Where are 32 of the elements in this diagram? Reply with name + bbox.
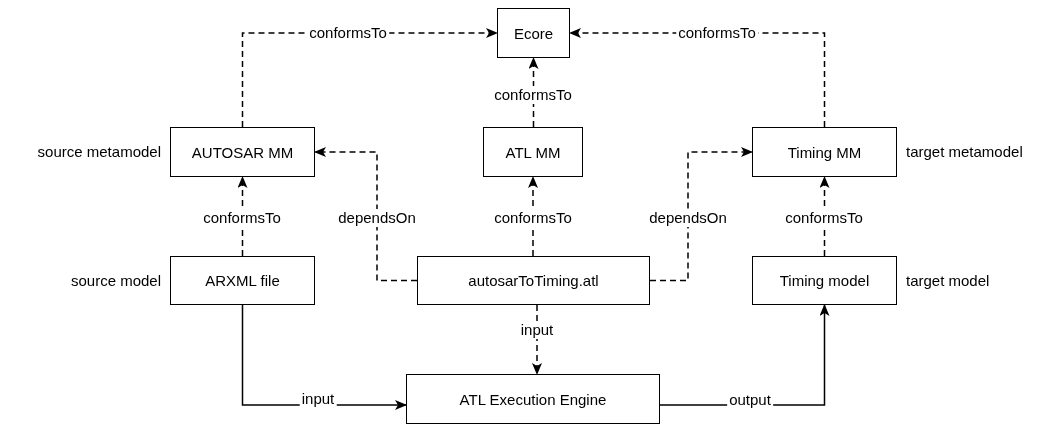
- box: [483, 127, 583, 177]
- box-label: AUTOSAR MM: [191, 143, 294, 161]
- edge-label: conformsTo: [492, 209, 574, 227]
- edge-label: conformsTo: [783, 209, 865, 227]
- dashed-arrow: [532, 304, 542, 375]
- box: [170, 127, 315, 177]
- side-label: target metamodel: [906, 143, 1023, 160]
- box: [406, 374, 660, 424]
- box: [752, 256, 897, 305]
- dashed-arrow: [314, 147, 418, 282]
- box: [170, 256, 315, 305]
- dashed-arrow: [649, 147, 753, 282]
- box-label: ARXML file: [205, 272, 280, 289]
- box: [497, 8, 570, 58]
- box-label: Timing MM: [787, 143, 862, 161]
- edge-label: dependsOn: [336, 209, 418, 227]
- dashed-arrow: [528, 57, 539, 128]
- side-label: source metamodel: [37, 143, 161, 160]
- edge-label: input: [299, 390, 337, 408]
- edge-label: conformsTo: [492, 86, 574, 104]
- side-label: source model: [70, 271, 161, 289]
- box-label: ATL Execution Engine: [459, 390, 607, 408]
- edge-label: conformsTo: [201, 209, 283, 227]
- edge-label: input: [518, 321, 556, 339]
- box-label: autosarToTiming.atl: [468, 272, 599, 289]
- box-label: Timing model: [779, 272, 870, 289]
- box-label: ATL MM: [505, 143, 561, 161]
- box: [752, 127, 897, 177]
- side-label: target model: [906, 271, 990, 289]
- box: [417, 256, 650, 305]
- box-label: Ecore: [513, 24, 554, 42]
- edge-label: dependsOn: [647, 209, 729, 227]
